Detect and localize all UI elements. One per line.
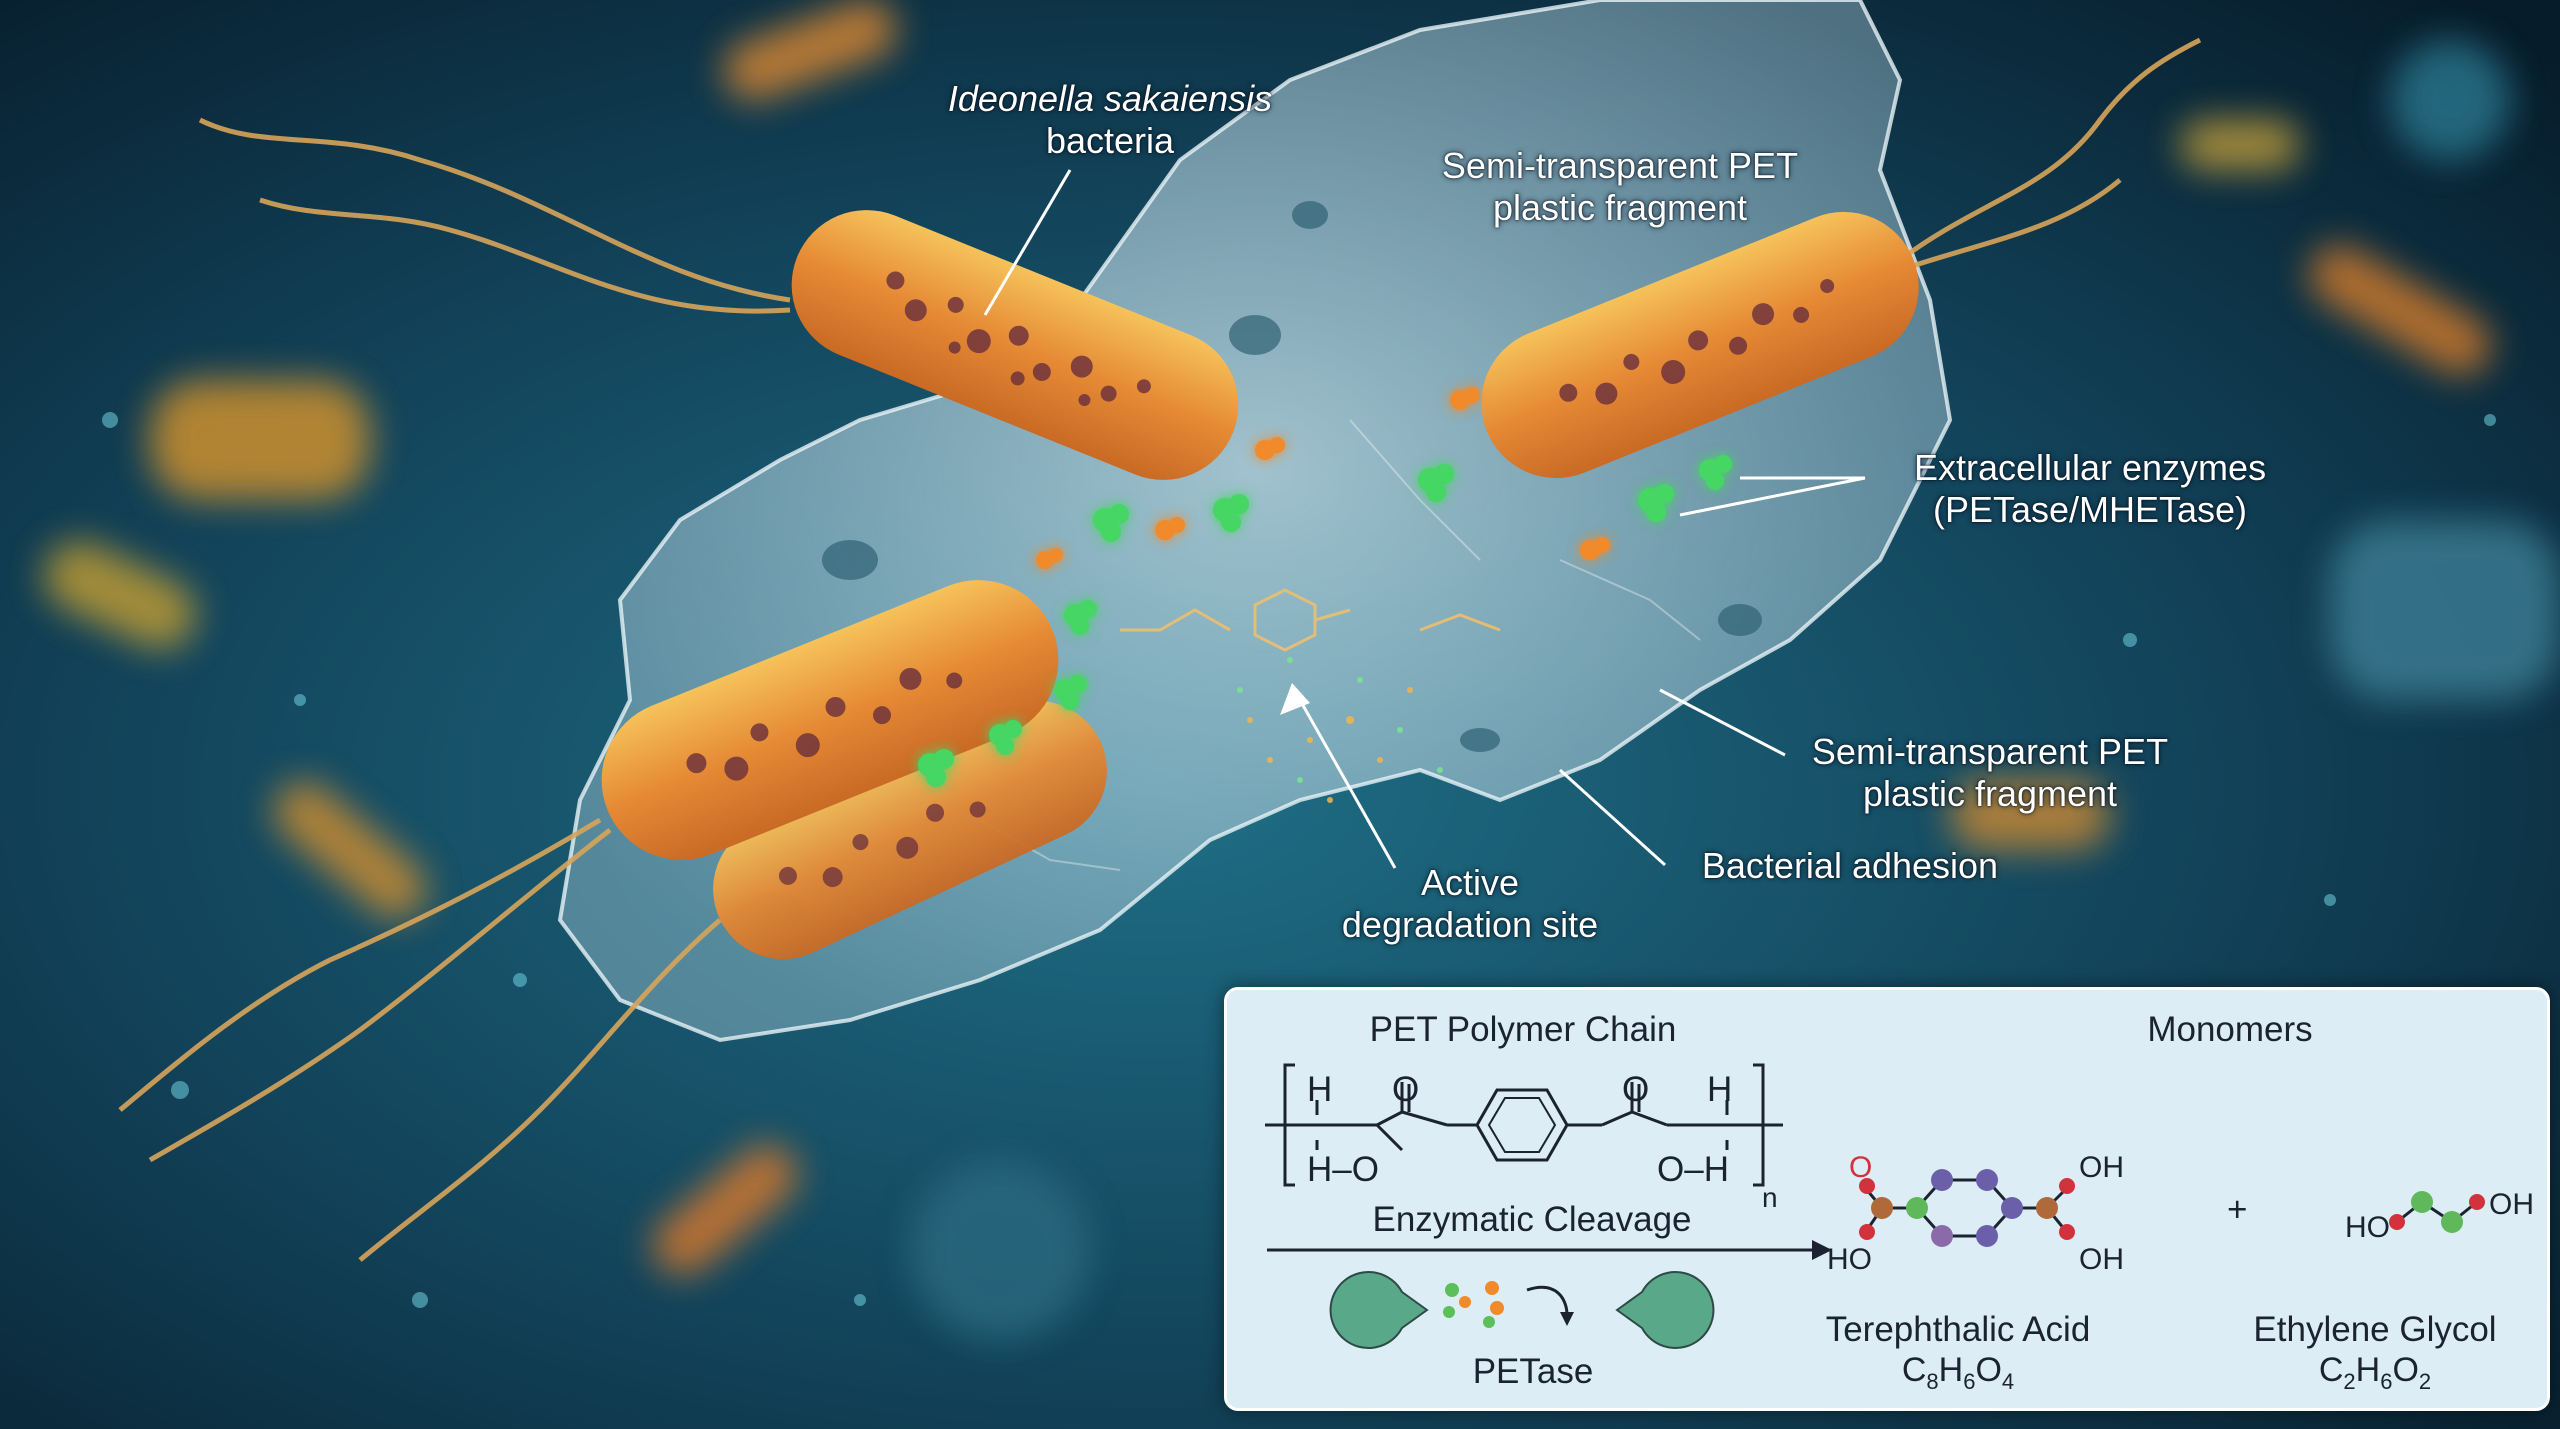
atom-h-top-left: H: [1307, 1070, 1333, 1109]
bacterium-bottom-back: [713, 700, 1107, 960]
petase-label: PETase: [1472, 1352, 1594, 1391]
plus-sign: +: [2227, 1190, 2248, 1229]
atom-ho-terephthalic-bottom: HO: [1827, 1243, 1872, 1276]
bacterium-bottom-front: [601, 580, 1059, 860]
fragment-label-top: Semi-transparent PET plastic fragment: [1380, 145, 1860, 229]
cleavage-arrowhead: [1812, 1240, 1832, 1260]
background-blurred-bacteria: [44, 0, 2560, 1340]
polymer-chain-title: PET Polymer Chain: [1369, 1010, 1677, 1049]
fragment-label-right-line2: plastic fragment: [1862, 773, 2118, 814]
fragment-label-top-line1: Semi-transparent PET: [1441, 145, 1799, 186]
enzymes-label: Extracellular enzymes (PETase/MHETase): [1880, 447, 2300, 531]
flagella: [118, 37, 2202, 1262]
fragment-label-right-line1: Semi-transparent PET: [1811, 731, 2169, 772]
atom-h-top-right: H: [1707, 1070, 1733, 1109]
bacterium-right: [1481, 211, 1919, 479]
callout-lines: [983, 169, 1866, 869]
atom-o-top-2: O: [1622, 1070, 1650, 1109]
atom-oh-terephthalic-bottom: OH: [2079, 1243, 2124, 1276]
product-formula-terephthalic: C8H6O4: [1901, 1351, 2015, 1394]
polymer-structure: [1265, 1063, 1783, 1187]
bacteria-word: bacteria: [1045, 120, 1175, 161]
enzymes-label-line1: Extracellular enzymes: [1913, 447, 2267, 488]
degradation-site-line2: degradation site: [1341, 904, 1599, 945]
terephthalic-acid-molecule: [1859, 1169, 2075, 1247]
chemistry-diagram: [1265, 1063, 2485, 1349]
adhesion-label: Bacterial adhesion: [1701, 845, 1999, 886]
atom-oh-terephthalic-top: OH: [2079, 1151, 2124, 1184]
monomers-title: Monomers: [2147, 1010, 2313, 1049]
degradation-site-line1: Active: [1420, 862, 1520, 903]
bacterium-top-left: [791, 210, 1239, 480]
atom-o-h-bottom-right: O–H: [1657, 1150, 1729, 1189]
degradation-site-arrowhead: [1280, 683, 1310, 715]
petase-enzyme-icon: [1329, 1271, 1715, 1349]
chemistry-inset-panel: PET Polymer Chain Monomers H O O H H–O O…: [1224, 987, 2550, 1411]
repeat-subscript-n: n: [1762, 1182, 1778, 1213]
orange-enzyme-clusters: [1036, 387, 1610, 569]
fragment-label-right: Semi-transparent PET plastic fragment: [1780, 731, 2200, 815]
polymer-chain-overlay: [1120, 588, 1501, 652]
product-name-terephthalic: Terephthalic Acid: [1825, 1310, 2091, 1349]
product-formula-glycol: C2H6O2: [2318, 1351, 2432, 1394]
ethylene-glycol-molecule: [2389, 1191, 2485, 1233]
green-particles: [1237, 657, 1443, 783]
atom-oh-glycol: OH: [2489, 1188, 2534, 1221]
atom-o-top-1: O: [1392, 1070, 1420, 1109]
degradation-site-label: Active degradation site: [1300, 862, 1640, 946]
bacteria-species-name: Ideonella sakaiensis: [947, 78, 1273, 119]
fragment-label-top-line2: plastic fragment: [1492, 187, 1748, 228]
green-enzyme-clusters: [918, 455, 1732, 787]
atom-ho-glycol: HO: [2345, 1211, 2390, 1244]
atom-h-o-bottom-left: H–O: [1307, 1150, 1379, 1189]
enzymatic-cleavage-label: Enzymatic Cleavage: [1372, 1200, 1692, 1239]
atom-o-terephthalic-top: O: [1849, 1151, 1873, 1184]
product-name-glycol: Ethylene Glycol: [2253, 1310, 2497, 1349]
bacteria-label: Ideonella sakaiensis bacteria: [880, 78, 1340, 162]
enzymes-label-line2: (PETase/MHETase): [1932, 489, 2248, 530]
